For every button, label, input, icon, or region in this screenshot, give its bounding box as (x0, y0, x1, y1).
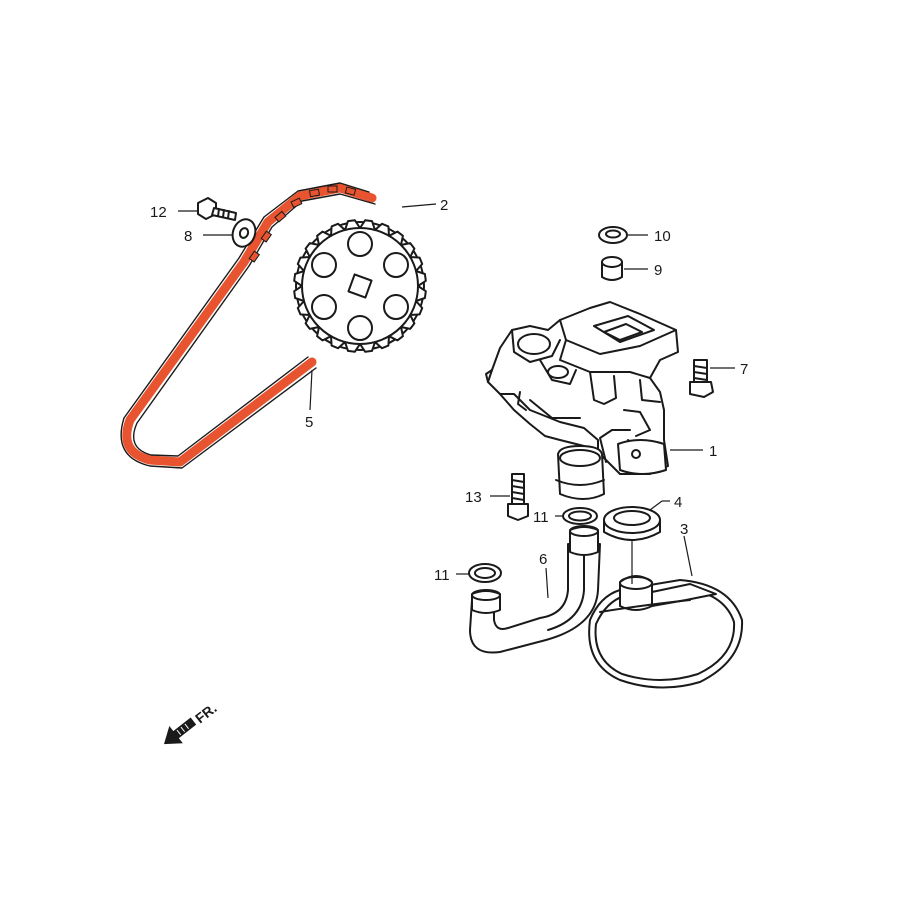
drive-sprocket (293, 219, 427, 353)
front-label: FR. (192, 700, 220, 726)
callout-3: 3 (680, 521, 688, 538)
drive-chain-loop (122, 183, 377, 467)
oil-pipe (469, 525, 601, 654)
oil-strainer (588, 575, 744, 689)
strainer-seal (603, 506, 661, 541)
callout-1: 1 (709, 443, 717, 460)
o-ring-lower (468, 563, 502, 583)
callout-labels: 12 8 2 10 9 7 1 4 3 13 11 6 11 5 (150, 197, 748, 584)
o-ring-upper (562, 507, 598, 525)
callout-9: 9 (654, 262, 662, 279)
sprocket-bolt (197, 197, 237, 221)
callout-2: 2 (440, 197, 448, 214)
callout-8: 8 (184, 228, 192, 245)
callout-11-lower: 11 (434, 567, 450, 584)
drive-chain (120, 182, 377, 469)
dowel-pin (601, 256, 623, 281)
callout-4: 4 (674, 494, 682, 511)
callout-12: 12 (150, 204, 167, 221)
front-arrow-icon (163, 717, 197, 745)
front-direction-indicator: FR. (163, 700, 220, 745)
sprocket-washer (231, 218, 257, 248)
leader-lines (178, 203, 735, 599)
callout-11-upper: 11 (533, 509, 549, 526)
oil-seal-ring (598, 226, 628, 244)
pipe-bolt (507, 473, 529, 521)
callout-5: 5 (305, 414, 313, 431)
sprocket-holes (311, 231, 409, 341)
callout-7: 7 (740, 361, 748, 378)
chain-links (248, 185, 357, 263)
pump-bolt (689, 359, 714, 398)
callout-6: 6 (539, 551, 547, 568)
callout-10: 10 (654, 228, 671, 245)
callout-13: 13 (465, 489, 482, 506)
oil-pump-body (485, 301, 679, 500)
